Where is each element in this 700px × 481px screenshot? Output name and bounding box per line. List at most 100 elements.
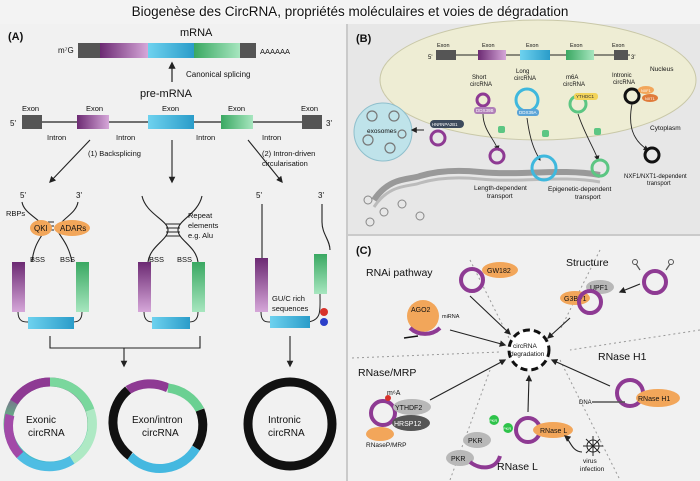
guc-label-2: sequences xyxy=(272,304,309,313)
dna-label: DNA xyxy=(579,400,592,406)
ago2-label: AGO2 xyxy=(411,307,431,314)
rnai-circrna xyxy=(459,267,485,293)
rnasep-protein xyxy=(366,427,394,441)
svg-text:5': 5' xyxy=(20,191,26,200)
exosome-contents xyxy=(362,110,407,154)
pkr-dot-2 xyxy=(503,423,513,433)
rnase-h1-protein xyxy=(636,389,680,407)
figure-title: Biogenèse des CircRNA, propriétés molécu… xyxy=(131,4,569,19)
repeat-label-3: e.g. Alu xyxy=(188,231,213,240)
intron-label-3: Intron xyxy=(196,133,215,142)
hnrnp-circrna xyxy=(429,129,447,147)
b-exon-5: Exon xyxy=(612,43,625,49)
panel-a-bg xyxy=(0,24,346,481)
m6a-label: m⁶A xyxy=(387,390,401,397)
b-exon-3: Exon xyxy=(526,43,539,49)
nuclear-pores xyxy=(498,126,601,137)
cap-label: m⁷G xyxy=(58,46,74,55)
hnrnpa2b1-label: HNRNPA2B1 xyxy=(432,122,458,127)
g3bp1-label: G3BP1 xyxy=(564,296,587,303)
exon-label-4: Exon xyxy=(228,104,245,113)
svg-text:3': 3' xyxy=(318,191,324,200)
svg-text:5': 5' xyxy=(256,191,262,200)
b-exon-4: Exon xyxy=(570,43,583,49)
intron-label-4: Intron xyxy=(262,133,281,142)
exon-label-2: Exon xyxy=(86,104,103,113)
rnase-h1-heading: RNase H1 xyxy=(598,351,647,363)
ddx39a-protein xyxy=(517,109,539,116)
virus-icon xyxy=(583,436,603,456)
length-transport-2: transport xyxy=(487,193,513,200)
nxf-transport-1: NXF1/NXT1-dependent xyxy=(624,174,687,180)
repeat-label-1: Repeat xyxy=(188,211,213,220)
virus-label-2: infection xyxy=(580,466,605,473)
nxf1-protein xyxy=(638,86,654,94)
svg-text:3': 3' xyxy=(76,191,82,200)
ago2-protein xyxy=(407,300,439,332)
premrna-label: pre-mRNA xyxy=(140,88,193,100)
gw182-protein xyxy=(482,262,518,278)
intronic-circrna xyxy=(243,377,337,471)
upf1-label: UPF1 xyxy=(590,285,608,292)
pkr-protein-2 xyxy=(446,450,474,466)
hrsp12-protein xyxy=(392,415,430,431)
pkr-dot-1 xyxy=(489,415,499,425)
rnase-mrp-heading: RNase/MRP xyxy=(358,367,416,379)
long-label-1: Long xyxy=(516,69,529,75)
ythdc1-protein xyxy=(574,93,598,100)
premrna-3prime: 3' xyxy=(326,119,332,128)
panel-b-gene xyxy=(436,50,630,60)
center-label-1: circRNA xyxy=(513,343,537,350)
ythdc1-label: YTHDC1 xyxy=(576,94,594,99)
structure-heading: Structure xyxy=(566,257,609,269)
backsplicing-label: (1) Backsplicing xyxy=(88,149,141,158)
intronic-b-circrna xyxy=(623,87,641,105)
virus-label-1: virus xyxy=(583,458,597,465)
b-exon-1: Exon xyxy=(437,43,450,49)
intronic-label-2: circRNA xyxy=(268,428,305,439)
repeat-backsplice xyxy=(138,195,205,329)
bss-label-2: BSS xyxy=(60,255,75,264)
nxf-transport-2: transport xyxy=(647,181,671,187)
panel-b-label: (B) xyxy=(356,33,372,45)
canonical-splicing-label: Canonical splicing xyxy=(186,70,250,79)
intronic-circrna-cyto xyxy=(643,146,661,164)
exon-label-3: Exon xyxy=(162,104,179,113)
extracellular-vesicles xyxy=(363,195,425,227)
mirna-label: miRNA xyxy=(442,314,460,320)
ddx39a-label: DDX39A xyxy=(519,110,537,115)
mrna-bar xyxy=(78,43,256,58)
short-circrna xyxy=(475,92,491,108)
rnasep-label: RNaseP/MRP xyxy=(366,442,406,449)
rnase-h1-protein-label: RNase H1 xyxy=(638,396,670,403)
degradation-center xyxy=(507,328,551,372)
structure-circrna xyxy=(577,289,603,315)
mrp-circrna xyxy=(369,399,397,427)
ythdf2-label: YTHDF2 xyxy=(395,405,422,412)
exonic-label-2: circRNA xyxy=(28,428,65,439)
panel-a-label: (A) xyxy=(8,31,24,43)
b-3prime: 3' xyxy=(631,55,635,61)
rnase-l-protein-label: RNase L xyxy=(540,428,567,435)
intronic-label-1: Intronic xyxy=(268,415,301,426)
exonic-circrna xyxy=(3,377,97,472)
rnai-heading: RNAi pathway xyxy=(366,267,433,279)
epigenetic-transport-2: transport xyxy=(575,194,601,201)
short-label-1: Short xyxy=(472,75,487,81)
rbp-backsplice: 5' 3' xyxy=(12,191,90,329)
exon-intron-circrna xyxy=(108,379,208,473)
panel-c-dividers xyxy=(351,249,700,481)
pkr-label-2: PKR xyxy=(451,456,465,463)
gw182-label: GW182 xyxy=(487,268,511,275)
exon-intron-label-2: circRNA xyxy=(142,428,179,439)
panel-c-label: (C) xyxy=(356,245,372,257)
m6a-circrna-cyto xyxy=(590,158,610,178)
mrna-label: mRNA xyxy=(180,27,213,39)
bss-label-3: BSS xyxy=(149,255,164,264)
m6a-label-2: circRNA xyxy=(563,82,585,88)
nxf1-label: NXF1 xyxy=(641,89,651,93)
intron-driven: 5' 3' xyxy=(255,191,331,328)
cytoplasm-label: Cytoplasm xyxy=(650,125,681,132)
